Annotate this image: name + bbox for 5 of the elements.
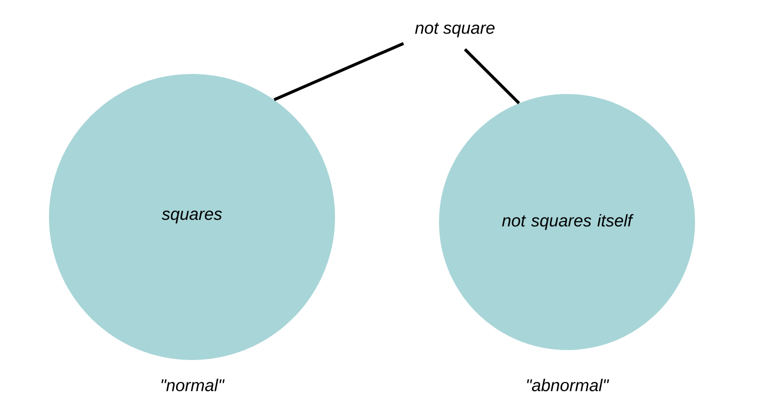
node-label: "normal"	[162, 378, 225, 392]
node-label: "abnormal"	[527, 378, 610, 392]
label-text: not square	[415, 22, 495, 38]
connector-line	[274, 42, 404, 102]
connector-line	[464, 48, 520, 104]
